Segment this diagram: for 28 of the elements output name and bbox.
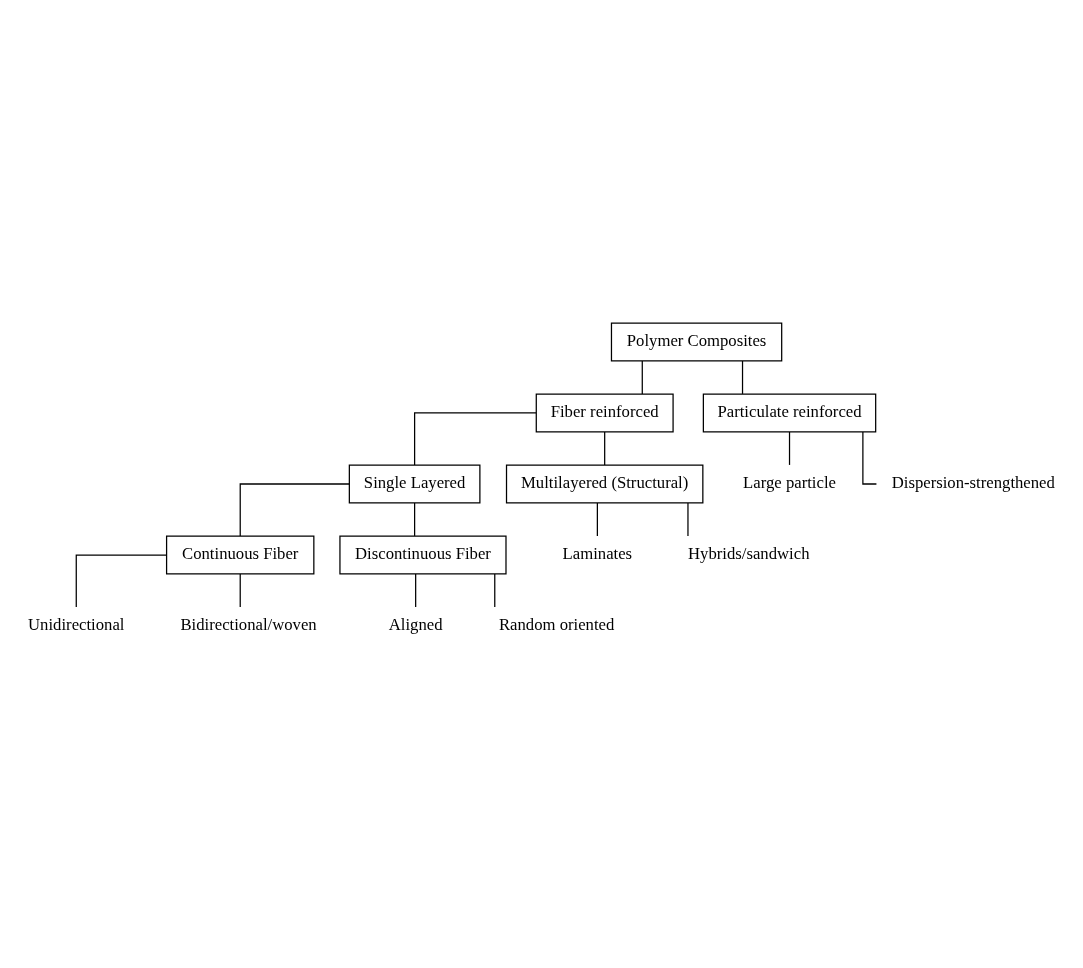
- node-text: Laminates: [562, 543, 633, 563]
- connector: [239, 483, 350, 537]
- connector: [414, 502, 416, 537]
- connector: [741, 360, 744, 395]
- node-text: Dispersion-strengthened: [891, 472, 1055, 492]
- connector: [494, 573, 496, 608]
- node-text: Random oriented: [498, 614, 615, 634]
- node-box: Multilayered (Structural): [505, 464, 704, 504]
- connector: [414, 412, 537, 466]
- connector: [641, 360, 643, 395]
- node-text: Large particle: [743, 472, 836, 492]
- node-box: Fiber reinforced: [535, 393, 674, 433]
- connector: [788, 431, 791, 466]
- connector: [415, 573, 417, 608]
- connector: [687, 502, 689, 537]
- connector: [596, 502, 598, 537]
- node-text: Unidirectional: [28, 614, 125, 634]
- connector: [239, 573, 241, 608]
- node-box: Single Layered: [348, 464, 481, 504]
- node-box: Polymer Composites: [610, 322, 783, 362]
- node-box: Discontinuous Fiber: [339, 535, 507, 575]
- node-text: Hybrids/sandwich: [688, 543, 810, 563]
- connector: [75, 554, 168, 608]
- node-text: Bidirectional/woven: [180, 614, 317, 634]
- node-box: Particulate reinforced: [702, 393, 877, 433]
- node-box: Continuous Fiber: [165, 535, 315, 575]
- connector: [604, 431, 606, 466]
- node-text: Aligned: [388, 614, 443, 634]
